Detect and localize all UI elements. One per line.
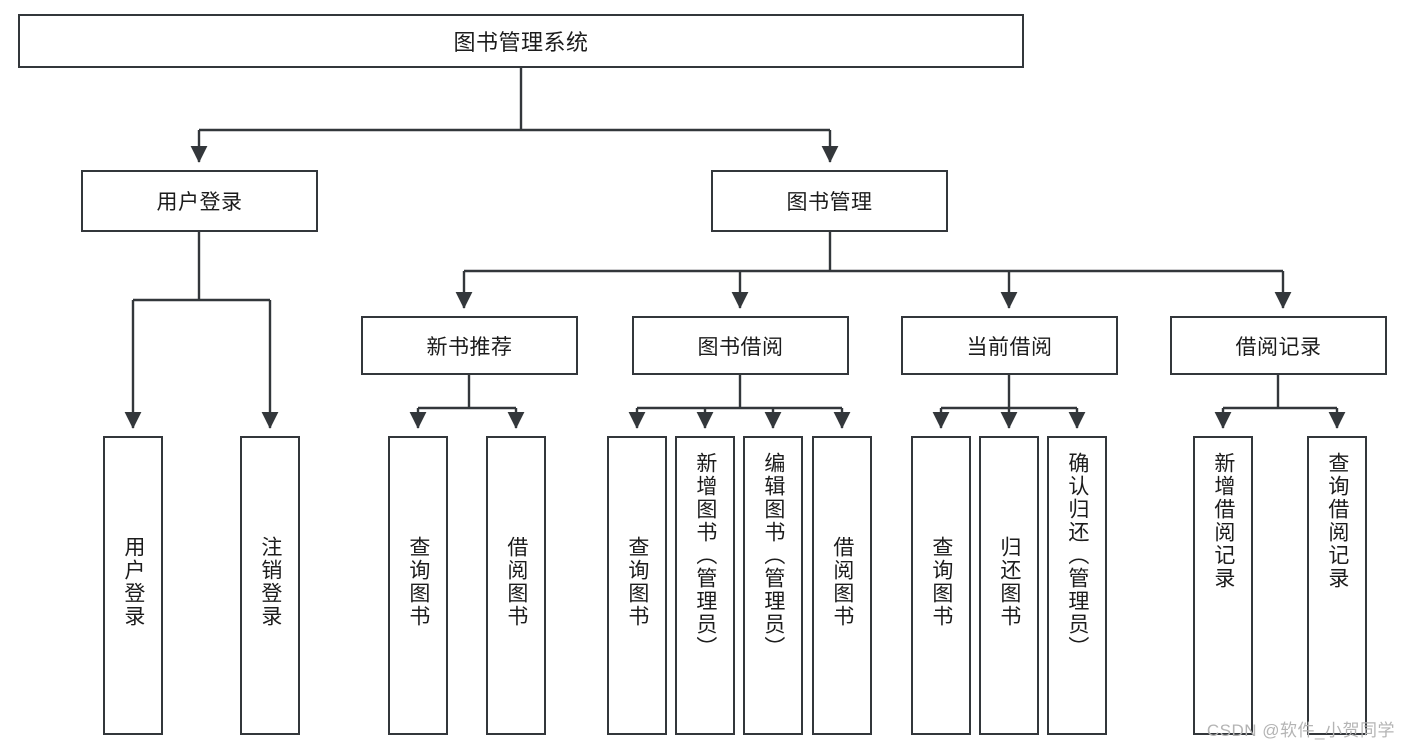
leaf-label: 用户登录 <box>121 536 145 628</box>
node-book-borrowing[interactable]: 图书借阅 <box>632 316 849 375</box>
leaf-edit-book-admin[interactable]: 编辑图书（管理员） <box>743 436 803 735</box>
node-label: 图书管理 <box>786 191 873 214</box>
node-book-management[interactable]: 图书管理 <box>711 170 948 232</box>
leaf-label: 借阅图书 <box>504 536 528 628</box>
leaf-add-borrow-record[interactable]: 新增借阅记录 <box>1193 436 1253 735</box>
leaf-user-login[interactable]: 用户登录 <box>103 436 163 735</box>
node-label: 借阅记录 <box>1235 335 1322 359</box>
leaf-label: 借阅图书 <box>830 536 854 628</box>
node-borrowing-record[interactable]: 借阅记录 <box>1170 316 1387 375</box>
leaf-label: 查询图书 <box>406 536 430 628</box>
leaf-query-borrow-record[interactable]: 查询借阅记录 <box>1307 436 1367 735</box>
leaf-confirm-return-admin[interactable]: 确认归还（管理员） <box>1047 436 1107 735</box>
leaf-query-books-new[interactable]: 查询图书 <box>388 436 448 735</box>
leaf-label: 注销登录 <box>258 536 282 628</box>
leaf-label: 查询图书 <box>929 536 953 628</box>
leaf-label: 确认归还（管理员） <box>1065 452 1089 659</box>
leaf-borrow-books-new[interactable]: 借阅图书 <box>486 436 546 735</box>
leaf-borrow-books[interactable]: 借阅图书 <box>812 436 872 735</box>
leaf-add-book-admin[interactable]: 新增图书（管理员） <box>675 436 735 735</box>
leaf-label: 查询借阅记录 <box>1325 452 1349 590</box>
node-root-book-management-system[interactable]: 图书管理系统 <box>18 14 1024 68</box>
node-current-borrowing[interactable]: 当前借阅 <box>901 316 1118 375</box>
leaf-logout[interactable]: 注销登录 <box>240 436 300 735</box>
leaf-label: 编辑图书（管理员） <box>761 452 785 659</box>
node-label: 图书借阅 <box>697 335 784 359</box>
leaf-query-books-borrow[interactable]: 查询图书 <box>607 436 667 735</box>
node-label: 图书管理系统 <box>453 30 589 55</box>
leaf-query-books-current[interactable]: 查询图书 <box>911 436 971 735</box>
node-label: 新书推荐 <box>426 335 513 359</box>
leaf-label: 新增借阅记录 <box>1211 452 1235 590</box>
csdn-watermark: CSDN @软件_小贺同学 <box>1206 721 1395 740</box>
leaf-return-books[interactable]: 归还图书 <box>979 436 1039 735</box>
node-user-login[interactable]: 用户登录 <box>81 170 318 232</box>
leaf-label: 查询图书 <box>625 536 649 628</box>
node-new-book-recommendation[interactable]: 新书推荐 <box>361 316 578 375</box>
leaf-label: 新增图书（管理员） <box>693 452 717 659</box>
node-label: 当前借阅 <box>966 335 1053 359</box>
node-label: 用户登录 <box>156 191 243 214</box>
leaf-label: 归还图书 <box>997 536 1021 628</box>
